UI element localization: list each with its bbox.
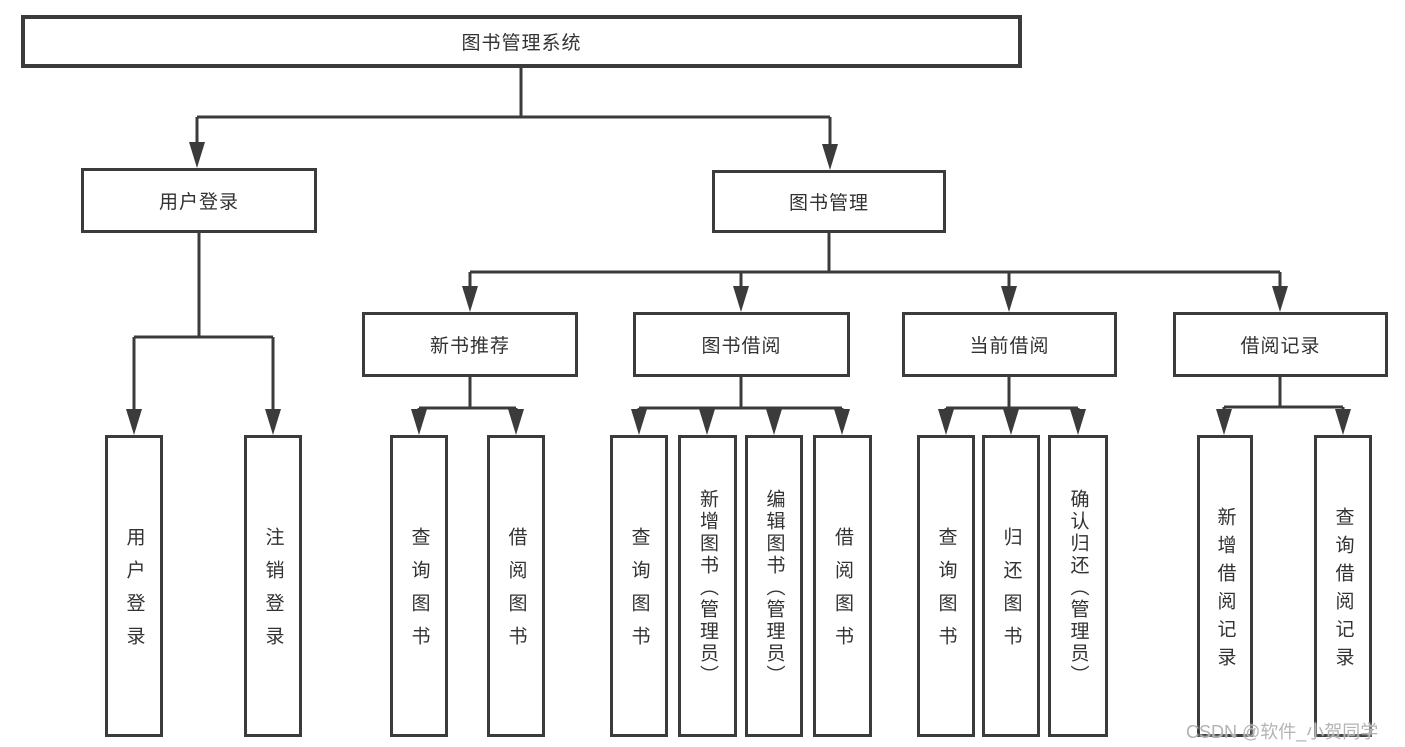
arrowhead-login-leaf	[126, 409, 142, 435]
leaf-query-borrow-record: 查询借阅记录	[1314, 435, 1372, 737]
node-user-login: 用户登录	[81, 168, 317, 233]
arrowhead-leaf	[699, 409, 715, 435]
arrowhead-leaf	[1335, 409, 1351, 435]
leaf-borrow-books-recommend: 借阅图书	[487, 435, 545, 737]
arrowhead-borrow-records	[1272, 286, 1288, 312]
leaf-borrow-books: 借阅图书	[813, 435, 872, 737]
arrowhead-book-borrow	[733, 286, 749, 312]
arrowhead-current-borrow	[1001, 286, 1017, 312]
arrowhead-leaf	[1003, 409, 1019, 435]
leaf-query-books-borrow: 查询图书	[610, 435, 668, 737]
arrowhead-leaf	[834, 409, 850, 435]
leaf-add-borrow-record: 新增借阅记录	[1197, 435, 1253, 737]
arrowhead-leaf	[766, 409, 782, 435]
leaf-return-books: 归还图书	[982, 435, 1040, 737]
leaf-user-login: 用户登录	[105, 435, 163, 737]
arrowhead-leaf	[508, 409, 524, 435]
leaf-add-books-admin: 新增图书（管理员）	[678, 435, 737, 737]
connector-book-management-to-level3	[468, 233, 1282, 290]
connector-records-group	[1222, 377, 1345, 413]
leaf-logout: 注销登录	[244, 435, 302, 737]
connector-book-borrow-group	[637, 377, 844, 413]
csdn-watermark: CSDN @软件_小贺同学	[1186, 722, 1379, 742]
arrowhead-leaf	[631, 409, 647, 435]
arrowhead-new-book-recommend	[462, 286, 478, 312]
leaf-edit-books-admin: 编辑图书（管理员）	[745, 435, 803, 737]
arrowhead-leaf	[1070, 409, 1086, 435]
node-current-borrow: 当前借阅	[902, 312, 1117, 377]
leaf-confirm-return-admin: 确认归还（管理员）	[1048, 435, 1108, 737]
leaf-query-books-current: 查询图书	[917, 435, 975, 737]
node-borrow-records: 借阅记录	[1173, 312, 1388, 377]
connector-new-book-group	[417, 377, 518, 413]
connector-root-to-level2	[195, 68, 832, 148]
node-new-book-recommend: 新书推荐	[362, 312, 578, 377]
node-root-system: 图书管理系统	[21, 15, 1022, 68]
node-book-borrow: 图书借阅	[633, 312, 850, 377]
connector-user-login-group	[132, 233, 275, 413]
leaf-query-books-recommend: 查询图书	[390, 435, 448, 737]
arrowhead-leaf	[1216, 409, 1232, 435]
arrowhead-logout-leaf	[265, 409, 281, 435]
arrowhead-leaf	[411, 409, 427, 435]
connector-current-borrow-group	[944, 377, 1080, 413]
arrowhead-book-management	[822, 144, 838, 170]
arrowhead-user-login	[189, 142, 205, 168]
arrowhead-leaf	[938, 409, 954, 435]
node-book-management: 图书管理	[712, 170, 946, 233]
